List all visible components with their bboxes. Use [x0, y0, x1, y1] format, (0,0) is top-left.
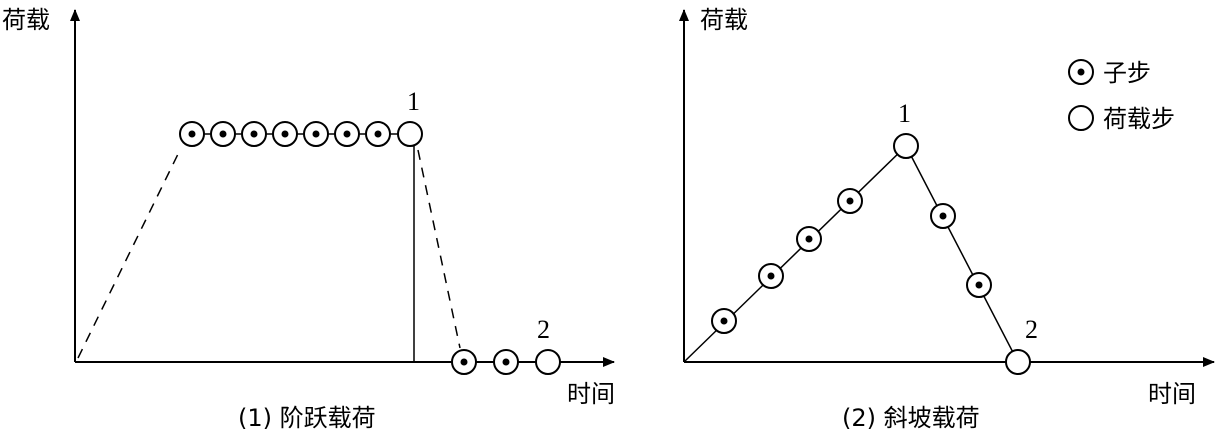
panel-caption: (2) 斜坡载荷 — [842, 404, 980, 432]
substep-marker — [758, 263, 784, 289]
substep-marker — [241, 121, 267, 147]
substep-marker — [966, 272, 992, 298]
loadstep-label-1: 1 — [407, 87, 420, 116]
legend: 子步 荷载步 — [1068, 59, 1175, 133]
ramp-down-dashed-line — [417, 149, 461, 349]
loadstep-marker-2 — [535, 349, 561, 375]
legend-loadstep-symbol — [1068, 105, 1094, 131]
y-axis-label: 荷载 — [700, 6, 748, 34]
ramp-down-line — [905, 145, 1019, 363]
ramp-load-panel: 荷载 时间 (2) 斜坡载荷 1 2 子步 荷载步 — [679, 6, 1215, 432]
x-axis-label: 时间 — [567, 380, 615, 408]
step-load-panel: 荷载 时间 (1) 阶跃载荷 1 2 — [2, 6, 615, 432]
loadstep-marker-2 — [1005, 349, 1031, 375]
loadstep-label-1: 1 — [898, 99, 911, 128]
substep-marker — [303, 121, 329, 147]
substep-marker — [930, 203, 956, 229]
loadstep-label-2: 2 — [1025, 315, 1038, 344]
substep-marker — [451, 349, 477, 375]
substep-marker — [272, 121, 298, 147]
substep-marker — [210, 121, 236, 147]
legend-loadstep-label: 荷载步 — [1103, 105, 1175, 133]
substep-marker — [365, 121, 391, 147]
legend-substep-symbol — [1068, 59, 1094, 85]
loadstep-label-2: 2 — [537, 315, 550, 344]
loadstep-marker-1 — [397, 121, 423, 147]
panel-caption: (1) 阶跃载荷 — [238, 404, 376, 432]
legend-substep-label: 子步 — [1103, 59, 1151, 87]
y-axis-label: 荷载 — [2, 6, 50, 34]
substep-marker — [179, 121, 205, 147]
loadstep-marker-1 — [893, 133, 919, 159]
ramp-up-dashed-line — [77, 147, 182, 359]
substep-marker — [493, 349, 519, 375]
x-axis-label: 时间 — [1148, 380, 1196, 408]
substep-marker — [711, 308, 737, 334]
substep-marker — [334, 121, 360, 147]
substep-marker — [837, 188, 863, 214]
substep-marker — [796, 226, 822, 252]
